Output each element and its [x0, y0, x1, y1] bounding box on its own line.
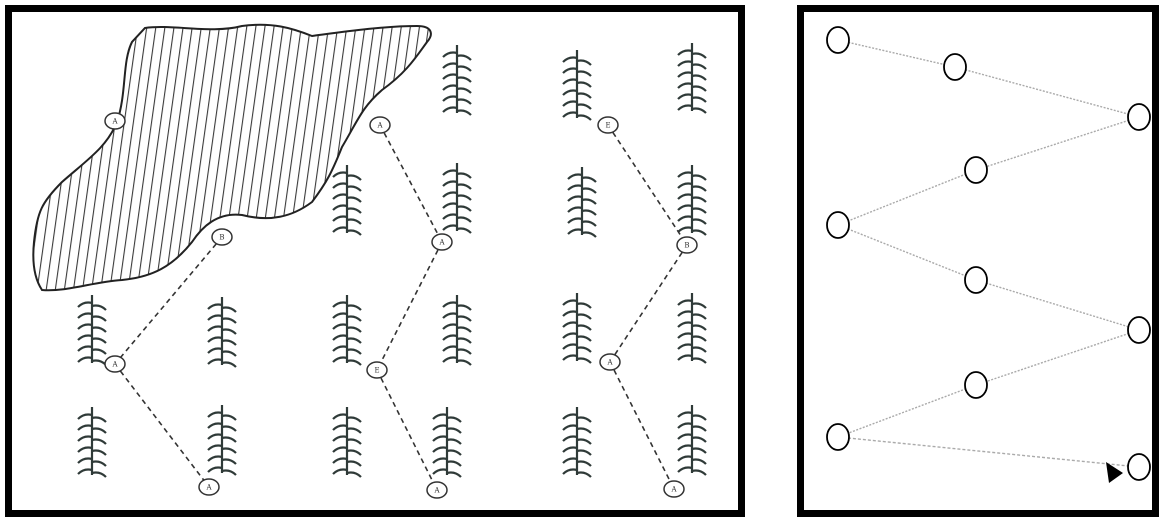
sample-point: A [105, 113, 125, 129]
plant-icon [443, 163, 471, 233]
zigzag-path-segment [838, 225, 976, 280]
zigzag-path-segment [838, 385, 976, 437]
sample-point-label: A [376, 122, 383, 130]
plant-icon [563, 50, 591, 120]
sample-point-label: B [684, 242, 689, 250]
sample-point: A [427, 482, 447, 498]
sample-point: A [199, 479, 219, 495]
sampling-path-segment [608, 125, 687, 245]
sample-point-label: E [605, 122, 610, 130]
sample-point: B [212, 229, 232, 245]
sample-point-label: A [205, 484, 212, 492]
sampling-path-segment [610, 245, 687, 362]
sample-point: A [432, 234, 452, 250]
zigzag-sample-point [827, 424, 849, 450]
zigzag-sample-point [1128, 317, 1150, 343]
zigzag-pattern-diagram [804, 12, 1152, 510]
zigzag-path-segment [838, 437, 1139, 467]
zigzag-sample-point [965, 267, 987, 293]
zigzag-path-lines [838, 40, 1139, 467]
zigzag-path-segment [838, 40, 955, 67]
plant-icon [208, 297, 236, 367]
sampling-path-segment [115, 364, 209, 487]
sample-point-label: A [433, 487, 440, 495]
zigzag-sample-point [1128, 454, 1150, 480]
field-sampling-panel: A A B A E B A E A A A A [5, 5, 745, 517]
sample-point: A [600, 354, 620, 370]
sample-point-label: A [670, 486, 677, 494]
plant-icon [568, 167, 596, 237]
zigzag-path-segment [838, 170, 976, 225]
plant-icon [78, 295, 106, 365]
sampling-path-segment [377, 242, 442, 370]
zigzag-sample-point [944, 54, 966, 80]
sampling-path-segment [377, 370, 437, 490]
sampling-path-segment [380, 125, 442, 242]
zigzag-path-segment [976, 280, 1139, 330]
zigzag-sample-points [827, 27, 1150, 480]
sample-point-label: E [374, 367, 379, 375]
plant-icon [678, 165, 706, 235]
plant-icon [78, 407, 106, 477]
zigzag-pattern-panel [797, 5, 1159, 517]
zigzag-sample-point [1128, 104, 1150, 130]
zigzag-path-segment [976, 330, 1139, 385]
zigzag-sample-point [965, 157, 987, 183]
sample-point-label: A [606, 359, 613, 367]
sample-point-label: A [111, 118, 118, 126]
sample-point: A [664, 481, 684, 497]
sample-point-label: A [111, 361, 118, 369]
plant-icon [333, 165, 361, 235]
plant-icon [563, 407, 591, 477]
zigzag-sample-point [965, 372, 987, 398]
hatched-obstacle-area [33, 25, 431, 291]
plant-icon [333, 407, 361, 477]
plant-icon [443, 45, 471, 115]
plant-icon [208, 405, 236, 475]
sample-point-label: B [219, 234, 224, 242]
plant-icon [433, 407, 461, 477]
plant-icon [333, 295, 361, 365]
plant-icon [563, 293, 591, 363]
zigzag-sample-point [827, 27, 849, 53]
plant-icon [678, 43, 706, 113]
sample-point: A [370, 117, 390, 133]
sampling-path-segment [610, 362, 674, 489]
zigzag-path-segment [976, 117, 1139, 170]
plant-icon [443, 295, 471, 365]
zigzag-sample-point [827, 212, 849, 238]
sample-point: E [598, 117, 618, 133]
plant-icon [678, 405, 706, 475]
plant-icon [678, 293, 706, 363]
sample-point: E [367, 362, 387, 378]
sample-point: B [677, 237, 697, 253]
field-sampling-diagram: A A B A E B A E A A A A [12, 12, 738, 510]
zigzag-path-segment [955, 67, 1139, 117]
sample-point: A [105, 356, 125, 372]
sample-point-label: A [438, 239, 445, 247]
